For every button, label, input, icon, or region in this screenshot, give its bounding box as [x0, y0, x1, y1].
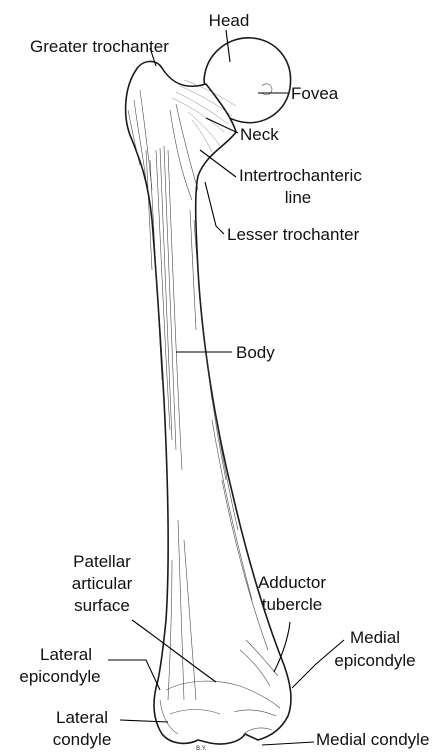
label-intertrochanteric-line-1: Intertrochanteric	[239, 166, 362, 185]
artist-initials: B.Y.	[196, 745, 206, 752]
label-fovea: Fovea	[291, 84, 339, 103]
label-head: Head	[209, 11, 250, 30]
label-intertrochanteric-line-2: line	[285, 188, 311, 207]
leader-lateral-epicondyle	[108, 660, 160, 690]
label-medial-epicondyle-2: epicondyle	[334, 651, 415, 670]
label-patellar-surface-3: surface	[74, 596, 130, 615]
leader-lesser-trochanter	[205, 182, 224, 234]
label-patellar-surface-1: Patellar	[73, 552, 131, 571]
label-medial-epicondyle-1: Medial	[350, 628, 400, 647]
label-lesser-trochanter: Lesser trochanter	[227, 225, 360, 244]
label-body: Body	[236, 343, 275, 362]
label-medial-condyle: Medial condyle	[316, 730, 429, 749]
label-lateral-epicondyle-2: epicondyle	[19, 667, 100, 686]
label-adductor-tubercle-2: tubercle	[262, 595, 322, 614]
label-greater-trochanter: Greater trochanter	[30, 37, 169, 56]
label-adductor-tubercle-1: Adductor	[258, 573, 326, 592]
label-lateral-condyle-1: Lateral	[56, 708, 108, 727]
label-patellar-surface-2: articular	[72, 574, 133, 593]
leader-medial-condyle	[262, 742, 314, 745]
label-lateral-condyle-2: condyle	[53, 730, 112, 749]
label-neck: Neck	[240, 125, 279, 144]
label-lateral-epicondyle-1: Lateral	[40, 645, 92, 664]
